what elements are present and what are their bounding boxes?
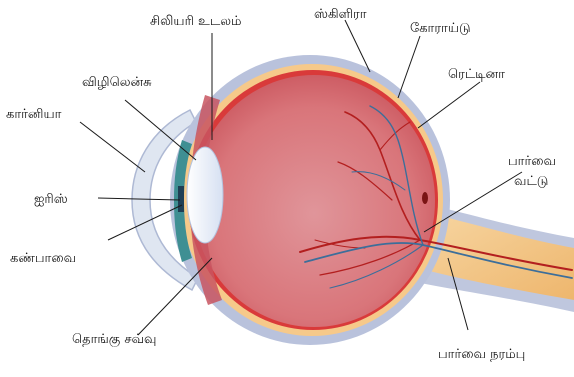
label-retina: ரெட்டினா xyxy=(448,67,505,82)
label-blind-spot-line2: வட்டு xyxy=(514,174,548,189)
leader-choroid xyxy=(398,36,420,98)
lens xyxy=(187,147,223,243)
label-blind-spot-line1: பார்வை xyxy=(508,154,556,169)
label-choroid: கோராய்டு xyxy=(410,21,471,36)
label-pupil: கண்பாவை xyxy=(10,251,76,266)
optic-disc xyxy=(422,192,428,204)
label-lens: விழிலென்சு xyxy=(82,75,152,90)
label-optic-nerve: பார்வை நரம்பு xyxy=(438,347,525,362)
label-suspensory-ligament: தொங்கு சவ்வு xyxy=(72,332,156,347)
label-cornea: கார்னியா xyxy=(6,107,62,122)
label-iris: ஐரிஸ் xyxy=(34,192,68,207)
leader-retina xyxy=(418,82,480,128)
leader-cornea xyxy=(80,122,145,172)
pupil xyxy=(178,186,184,212)
label-ciliary-body: சிலியரி உடலம் xyxy=(150,14,241,29)
label-sclera: ஸ்கிளிரா xyxy=(314,7,367,22)
